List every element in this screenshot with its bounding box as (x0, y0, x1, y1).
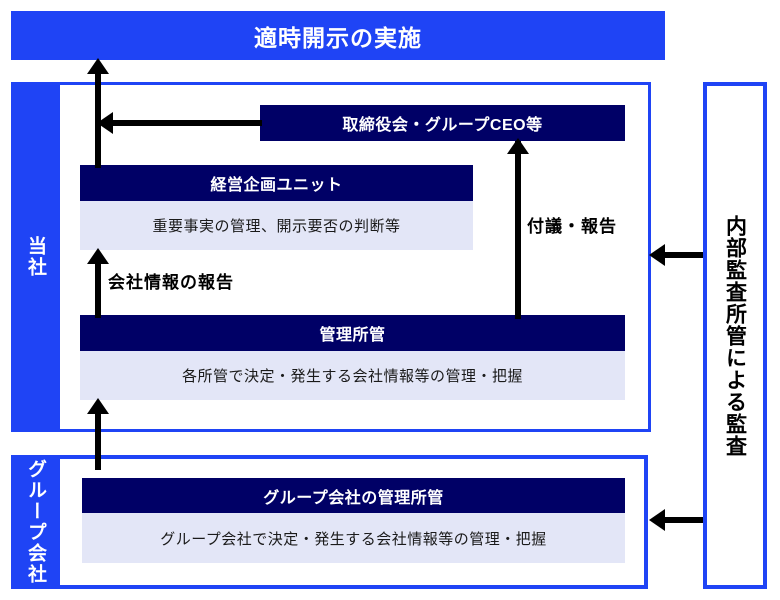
company-info-report-label: 会社情報の報告 (108, 273, 234, 292)
audit-to-group-arrow-shaft (665, 517, 703, 523)
board-of-directors-box: 取締役会・グループCEO等 (260, 105, 625, 141)
board-of-directors-header: 取締役会・グループCEO等 (260, 105, 625, 141)
company-panel-label: 当社 (25, 236, 46, 278)
submission-report-arrow-head-icon (507, 138, 529, 154)
group-to-company-arrow-head-icon (87, 398, 109, 414)
group-to-company-arrow-shaft (95, 410, 101, 470)
audit-to-group-arrow-head-icon (649, 509, 665, 531)
planning-unit-header: 経営企画ユニット (80, 165, 473, 201)
audit-to-company-arrow-head-icon (649, 244, 665, 266)
internal-audit-label: 内部監査所管による監査 (723, 214, 747, 457)
internal-audit-panel: 内部監査所管による監査 (703, 82, 767, 589)
timely-disclosure-banner: 適時開示の実施 (11, 11, 665, 60)
group-management-division-header: グループ会社の管理所管 (82, 478, 625, 513)
planning-unit-body: 重要事実の管理、開示要否の判断等 (80, 201, 473, 250)
board-to-disclosure-arrow-shaft (112, 120, 262, 126)
management-division-body: 各所管で決定・発生する会社情報等の管理・把握 (80, 351, 625, 400)
management-division-box: 管理所管 各所管で決定・発生する会社情報等の管理・把握 (80, 315, 625, 400)
management-division-header: 管理所管 (80, 315, 625, 351)
group-management-division-box: グループ会社の管理所管 グループ会社で決定・発生する会社情報等の管理・把握 (82, 478, 625, 563)
audit-to-company-arrow-shaft (665, 252, 703, 258)
group-management-division-body: グループ会社で決定・発生する会社情報等の管理・把握 (82, 513, 625, 563)
submission-report-arrow-shaft (515, 141, 521, 319)
board-to-disclosure-arrow-head-icon (97, 112, 113, 134)
disclosure-arrow-head-icon (87, 58, 109, 74)
company-info-report-arrow-shaft (95, 262, 101, 318)
group-company-panel-label: グループ会社 (25, 459, 46, 585)
banner-title: 適時開示の実施 (254, 24, 422, 51)
planning-unit-box: 経営企画ユニット 重要事実の管理、開示要否の判断等 (80, 165, 473, 250)
submission-report-label: 付議・報告 (527, 217, 617, 236)
company-info-report-arrow-head-icon (87, 248, 109, 264)
